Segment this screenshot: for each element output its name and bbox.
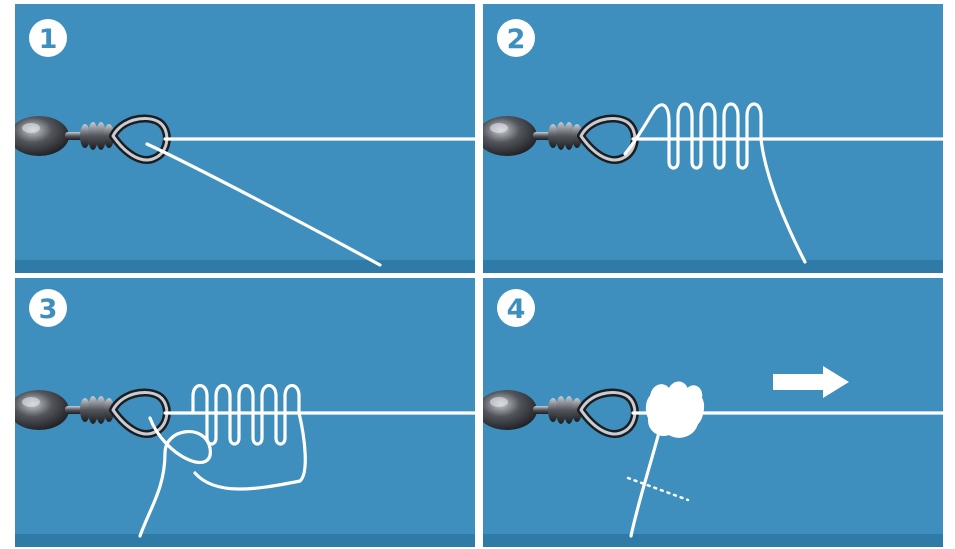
panel-bottom-band bbox=[15, 260, 475, 273]
step-badge: 3 bbox=[29, 289, 67, 327]
finished-knot bbox=[645, 381, 705, 438]
fishing-line-tag bbox=[629, 434, 660, 538]
step-2-panel: 2 bbox=[483, 4, 943, 273]
step-3-illustration: 3 bbox=[15, 278, 475, 547]
step-number: 1 bbox=[39, 24, 58, 55]
arrow-right-icon bbox=[773, 366, 849, 398]
step-badge: 4 bbox=[497, 289, 535, 327]
step-4-panel: 4 bbox=[483, 278, 943, 547]
step-number: 2 bbox=[507, 24, 526, 55]
step-1-illustration: 1 bbox=[15, 4, 475, 273]
panel-bottom-band bbox=[483, 260, 943, 273]
line-wraps bbox=[191, 383, 307, 491]
step-3-panel: 3 bbox=[15, 278, 475, 547]
line-wraps bbox=[623, 102, 807, 264]
tag-end-loop bbox=[138, 416, 212, 538]
step-4-illustration: 4 bbox=[483, 278, 943, 547]
step-number: 3 bbox=[39, 294, 58, 325]
step-1-panel: 1 bbox=[15, 4, 475, 273]
step-badge: 2 bbox=[497, 19, 535, 57]
panel-bottom-band bbox=[483, 534, 943, 547]
step-number: 4 bbox=[507, 294, 526, 325]
step-badge: 1 bbox=[29, 19, 67, 57]
panel-bottom-band bbox=[15, 534, 475, 547]
fishing-line-tag bbox=[145, 142, 382, 267]
step-2-illustration: 2 bbox=[483, 4, 943, 273]
